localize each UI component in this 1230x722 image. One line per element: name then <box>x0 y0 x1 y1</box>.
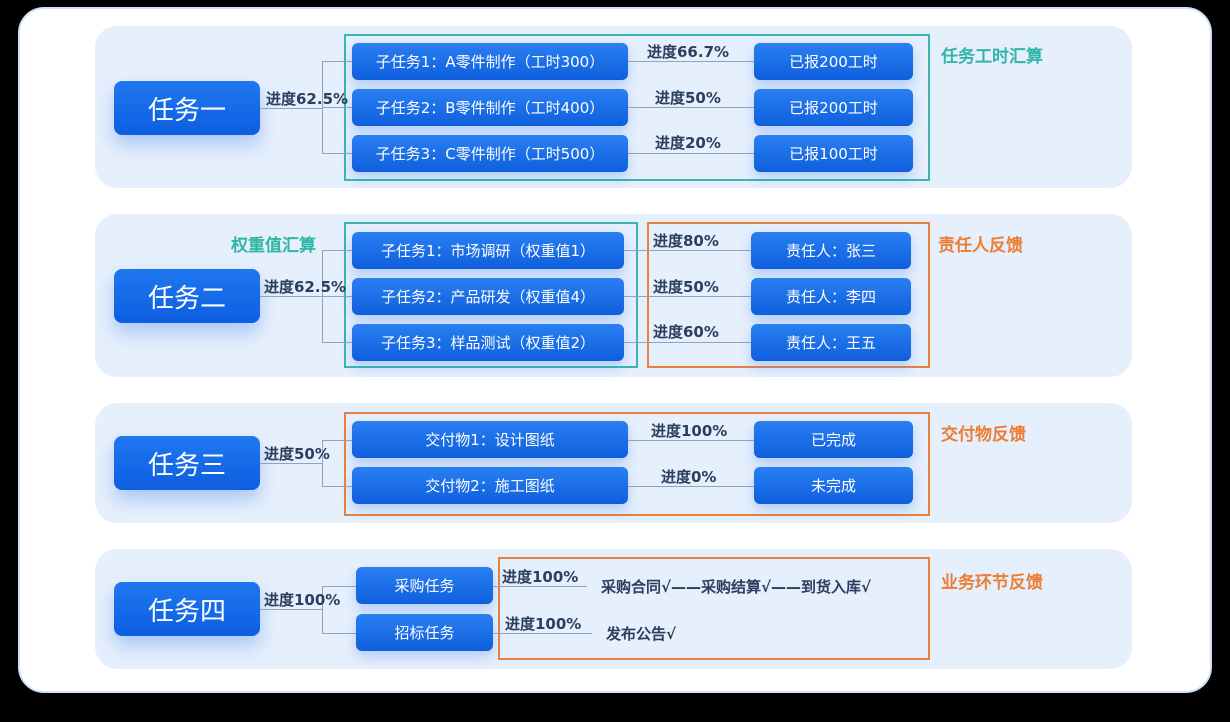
task1-tag: 任务工时汇算 <box>941 47 1043 67</box>
task2-tag: 责任人反馈 <box>938 236 1023 256</box>
connector <box>322 486 352 487</box>
connector <box>628 440 754 441</box>
subtask-button[interactable]: 子任务1：市场调研（权重值1） <box>352 232 624 269</box>
connector <box>628 486 754 487</box>
subtask-progress: 进度80% <box>653 232 719 250</box>
deliverable-progress: 进度100% <box>651 422 728 440</box>
connector <box>322 107 352 108</box>
connector <box>260 296 322 297</box>
connector <box>322 342 352 343</box>
connector <box>322 586 356 587</box>
deliverable-button[interactable]: 交付物1：设计图纸 <box>352 421 628 458</box>
connector <box>628 107 754 108</box>
connector <box>624 250 751 251</box>
connector <box>624 342 751 343</box>
subtask-progress: 进度60% <box>653 323 719 341</box>
subtask-button[interactable]: 子任务2：B零件制作（工时400） <box>352 89 628 126</box>
subtask-button[interactable]: 子任务3：C零件制作（工时500） <box>352 135 628 172</box>
task2-progress: 进度62.5% <box>264 278 347 296</box>
deliverable-progress: 进度0% <box>661 468 717 486</box>
task4-button[interactable]: 任务四 <box>114 582 260 636</box>
bidding-task-button[interactable]: 招标任务 <box>356 614 493 651</box>
task4-progress: 进度100% <box>264 591 341 609</box>
result-button[interactable]: 已报200工时 <box>754 89 913 126</box>
purchase-task-button[interactable]: 采购任务 <box>356 567 493 604</box>
task4-tag: 业务环节反馈 <box>941 573 1043 593</box>
result-button[interactable]: 已报200工时 <box>754 43 913 80</box>
subtask-progress: 进度20% <box>655 134 721 152</box>
deliverable-button[interactable]: 交付物2：施工图纸 <box>352 467 628 504</box>
connector <box>493 586 587 587</box>
connector <box>260 108 322 109</box>
connector <box>322 296 352 297</box>
task1-button[interactable]: 任务一 <box>114 81 260 135</box>
task2-button[interactable]: 任务二 <box>114 269 260 323</box>
subtask-button[interactable]: 子任务2：产品研发（权重值4） <box>352 278 624 315</box>
purchase-steps: 采购合同√——采购结算√——到货入库√ <box>601 578 872 596</box>
connector <box>322 586 323 633</box>
connector <box>624 296 751 297</box>
task2-weight-box <box>344 222 638 368</box>
owner-button[interactable]: 责任人：王五 <box>751 324 911 361</box>
connector <box>260 609 322 610</box>
subtask-progress: 进度50% <box>655 89 721 107</box>
status-button[interactable]: 未完成 <box>754 467 913 504</box>
task3-progress: 进度50% <box>264 445 330 463</box>
bidding-steps: 发布公告√ <box>606 625 677 643</box>
connector <box>322 153 352 154</box>
task3-tag: 交付物反馈 <box>941 425 1026 445</box>
owner-button[interactable]: 责任人：李四 <box>751 278 911 315</box>
subtask-button[interactable]: 子任务1：A零件制作（工时300） <box>352 43 628 80</box>
task1-progress: 进度62.5% <box>266 90 349 108</box>
task2-owner-box <box>647 222 930 368</box>
subtask-button[interactable]: 子任务3：样品测试（权重值2） <box>352 324 624 361</box>
connector <box>322 440 323 486</box>
task3-group-box <box>344 412 930 516</box>
result-button[interactable]: 已报100工时 <box>754 135 913 172</box>
connector <box>322 440 352 441</box>
task4-group-box <box>498 557 930 660</box>
connector <box>322 633 356 634</box>
connector <box>628 61 754 62</box>
task2-weight-tag: 权重值汇算 <box>231 236 316 256</box>
connector <box>322 61 352 62</box>
connector <box>628 153 754 154</box>
subtask-progress: 进度100% <box>505 615 582 633</box>
status-button[interactable]: 已完成 <box>754 421 913 458</box>
owner-button[interactable]: 责任人：张三 <box>751 232 911 269</box>
subtask-progress: 进度66.7% <box>647 43 730 61</box>
subtask-progress: 进度50% <box>653 278 719 296</box>
connector <box>493 633 592 634</box>
connector <box>260 463 322 464</box>
connector <box>322 250 352 251</box>
task3-button[interactable]: 任务三 <box>114 436 260 490</box>
subtask-progress: 进度100% <box>502 568 579 586</box>
